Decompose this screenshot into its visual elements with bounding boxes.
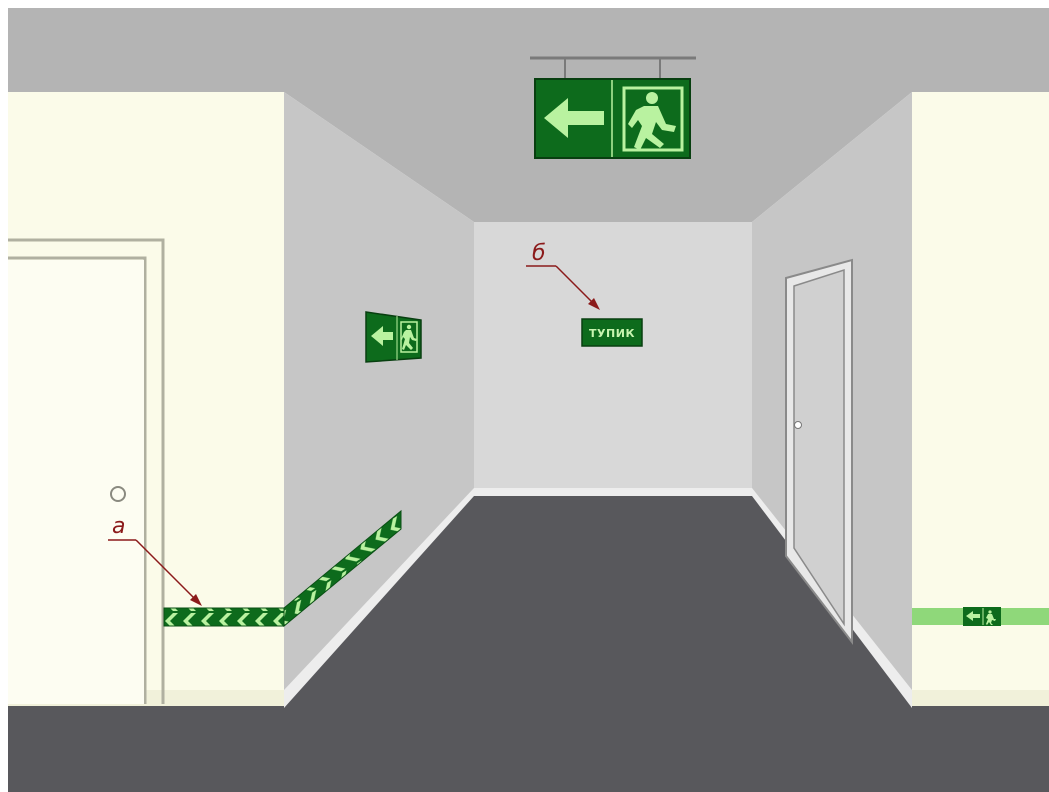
left-door (8, 240, 163, 704)
strip-horizontal (164, 608, 284, 626)
label-b: б (532, 241, 546, 266)
door-handle (795, 422, 802, 429)
near-right-baseboard (912, 690, 1049, 706)
label-a: а (112, 514, 125, 539)
dead-end-text: ТУПИК (589, 327, 635, 340)
back-wall (474, 222, 752, 494)
right-wall-stripe (912, 607, 1049, 626)
wall-exit-sign (366, 312, 421, 362)
dead-end-sign: ТУПИК (582, 319, 642, 346)
back-baseboard (474, 488, 752, 496)
